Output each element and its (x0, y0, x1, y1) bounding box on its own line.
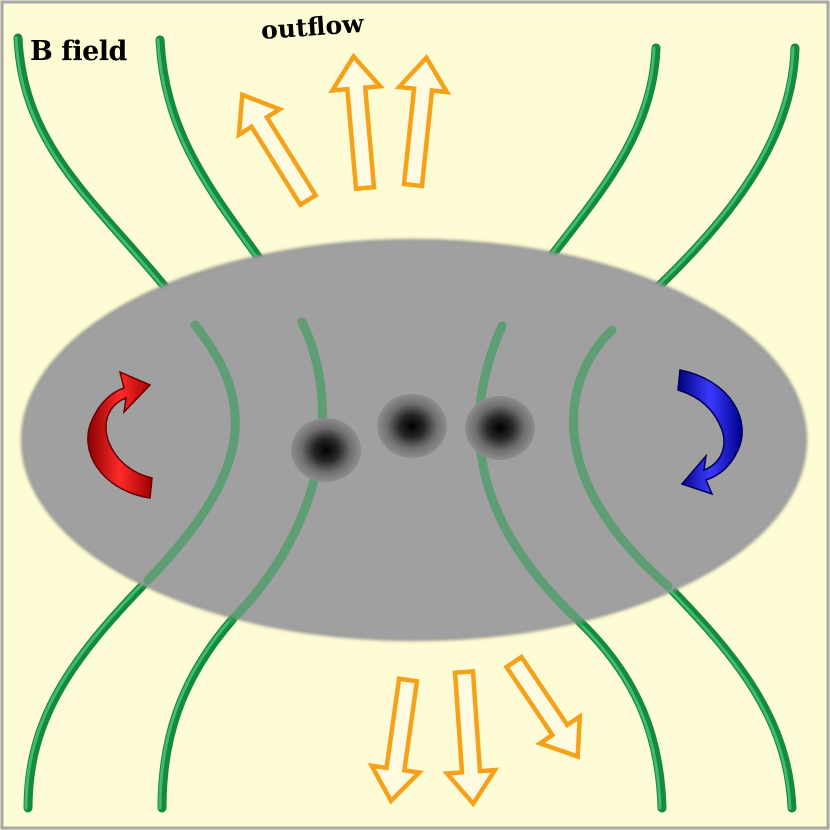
field-line-1-inside (143, 320, 240, 585)
outflow-arrow-bottom-left (367, 676, 425, 805)
outflow-arrow-top-left (236, 91, 319, 208)
b-field-label: B field (30, 36, 127, 67)
protostars (291, 394, 535, 482)
outflow-arrow-bottom-right (503, 653, 583, 760)
protostar-right (465, 396, 535, 460)
rotation-arrow-red (87, 370, 153, 499)
outflow-arrow-bottom-center (442, 668, 500, 808)
outflow-arrow-top-right (394, 53, 452, 189)
protostar-left (291, 418, 361, 482)
field-line-4-inside (569, 325, 673, 591)
outflow-arrow-top-center (328, 52, 385, 192)
rotation-arrow-blue (677, 369, 743, 496)
field-line-1-top (13, 33, 200, 330)
outflow-arrows (236, 52, 583, 808)
protostar-center (377, 394, 447, 458)
field-line-3-inside (474, 321, 585, 627)
field-line-2-bottom (157, 615, 237, 813)
